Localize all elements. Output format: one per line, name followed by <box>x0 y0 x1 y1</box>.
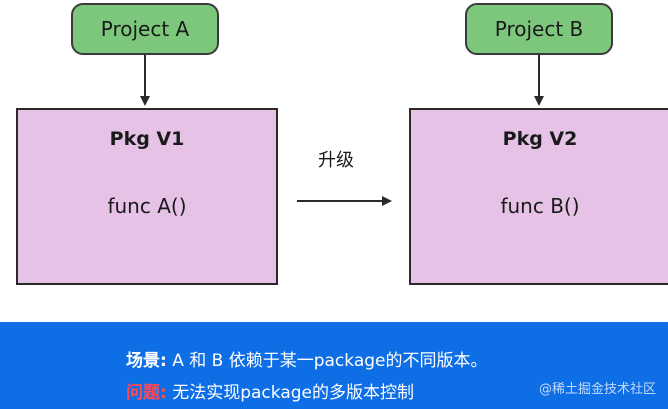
scene-text: A 和 B 依赖于某一package的不同版本。 <box>172 351 488 371</box>
caption-panel: 场景: A 和 B 依赖于某一package的不同版本。 问题: 无法实现pac… <box>0 322 668 409</box>
problem-row: 问题: 无法实现package的多版本控制 <box>126 378 414 403</box>
arrows-layer <box>140 55 544 206</box>
pkg-v2-func: func B() <box>500 194 580 218</box>
project-a-label: Project A <box>100 17 190 41</box>
pkg-v2-box: Pkg V2 func B() <box>409 108 668 285</box>
pkg-v2-title: Pkg V2 <box>502 128 578 150</box>
scene-key: 场景: <box>126 351 167 371</box>
pkg-v1-func: func A() <box>107 194 187 218</box>
problem-key: 问题: <box>126 383 167 403</box>
version-diagram: Project A Project B Pkg V1 func A() Pkg … <box>16 3 668 285</box>
problem-text: 无法实现package的多版本控制 <box>172 383 414 403</box>
project-a-node: Project A <box>71 3 219 55</box>
pkg-v1-box: Pkg V1 func A() <box>16 108 278 285</box>
project-b-label: Project B <box>494 17 584 41</box>
credit-watermark: @稀土掘金技术社区 <box>538 382 656 397</box>
pkg-v1-title: Pkg V1 <box>109 128 185 150</box>
upgrade-label: 升级 <box>318 150 354 171</box>
project-b-node: Project B <box>465 3 613 55</box>
scene-row: 场景: A 和 B 依赖于某一package的不同版本。 <box>126 346 488 371</box>
